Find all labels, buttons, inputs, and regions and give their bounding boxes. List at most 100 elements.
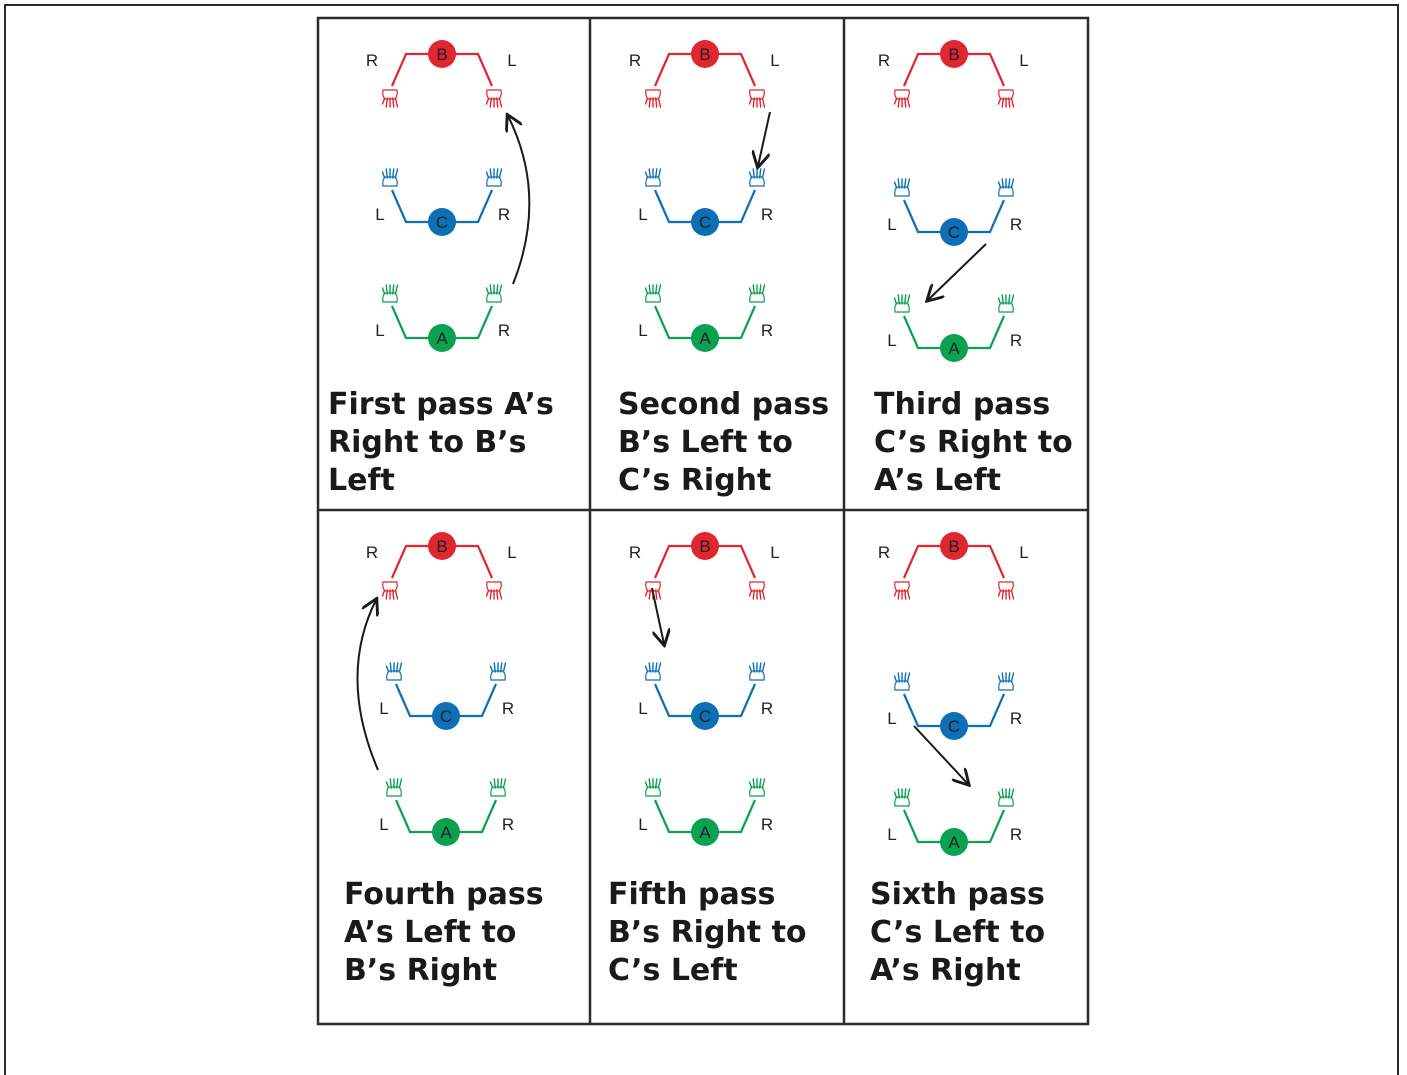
person-letter: A (436, 329, 448, 348)
head (691, 40, 719, 68)
head (432, 702, 460, 730)
hand-icon (644, 662, 662, 681)
head (940, 218, 968, 246)
person-letter: C (948, 223, 960, 242)
person-letter: B (699, 45, 710, 64)
head (432, 818, 460, 846)
hand-icon (748, 581, 766, 600)
side-label: L (638, 815, 647, 834)
side-label: R (878, 51, 890, 70)
person-letter: B (948, 45, 959, 64)
head (940, 828, 968, 856)
side-label: L (887, 331, 896, 350)
side-label: R (498, 321, 510, 340)
hand-icon (997, 89, 1015, 108)
head (940, 532, 968, 560)
hand-icon (893, 581, 911, 600)
grid-border (316, 16, 1090, 1026)
caption-line: B’s Right (344, 953, 497, 988)
pass-arrow (928, 243, 987, 300)
hand-icon (997, 294, 1015, 313)
side-label: R (761, 321, 773, 340)
hand-icon (485, 89, 503, 108)
hand-icon (997, 581, 1015, 600)
side-label: R (1010, 825, 1022, 844)
side-label: L (1019, 543, 1028, 562)
side-label: L (770, 51, 779, 70)
hand-icon (644, 581, 662, 600)
caption-line: A’s Left (874, 463, 1001, 498)
person-letter: A (948, 339, 960, 358)
side-label: R (629, 543, 641, 562)
side-label: L (1019, 51, 1028, 70)
hand-icon (644, 778, 662, 797)
side-label: R (502, 815, 514, 834)
hand-icon (748, 168, 766, 187)
side-label: R (498, 205, 510, 224)
head (691, 702, 719, 730)
person-letter: C (440, 707, 452, 726)
caption-line: B’s Left to (618, 425, 793, 460)
person-letter: B (436, 45, 447, 64)
person-letter: A (699, 329, 711, 348)
side-label: R (761, 205, 773, 224)
hand-icon (893, 788, 911, 807)
side-label: L (887, 709, 896, 728)
hand-icon (997, 178, 1015, 197)
side-label: L (638, 205, 647, 224)
caption-line: C’s Right to (874, 425, 1073, 460)
person-letter: B (436, 537, 447, 556)
hand-icon (893, 89, 911, 108)
person-letter: A (948, 833, 960, 852)
hand-icon (381, 89, 399, 108)
caption-line: First pass A’s (328, 387, 554, 422)
person-letter: A (699, 823, 711, 842)
head (428, 324, 456, 352)
side-label: L (507, 51, 516, 70)
caption-line: B’s Right to (608, 915, 807, 950)
outer-frame (4, 4, 1399, 1075)
side-label: R (366, 543, 378, 562)
caption-line: Second pass (618, 387, 829, 422)
caption-line: Third pass (874, 387, 1050, 422)
head (691, 532, 719, 560)
side-label: R (629, 51, 641, 70)
hand-icon (381, 168, 399, 187)
caption-line: C’s Right (618, 463, 771, 498)
side-label: L (770, 543, 779, 562)
person-letter: C (436, 213, 448, 232)
side-label: R (761, 699, 773, 718)
grid-lines (316, 16, 1090, 1026)
side-label: L (379, 815, 388, 834)
side-label: L (887, 215, 896, 234)
head (691, 208, 719, 236)
head (428, 208, 456, 236)
head (691, 324, 719, 352)
side-label: L (638, 321, 647, 340)
caption-line: C’s Left to (870, 915, 1045, 950)
side-label: R (1010, 331, 1022, 350)
caption-line: A’s Left to (344, 915, 516, 950)
hand-icon (385, 778, 403, 797)
hand-icon (485, 284, 503, 303)
hand-icon (489, 778, 507, 797)
head (428, 532, 456, 560)
hand-icon (644, 168, 662, 187)
caption-line: C’s Left (608, 953, 738, 988)
hand-icon (644, 89, 662, 108)
